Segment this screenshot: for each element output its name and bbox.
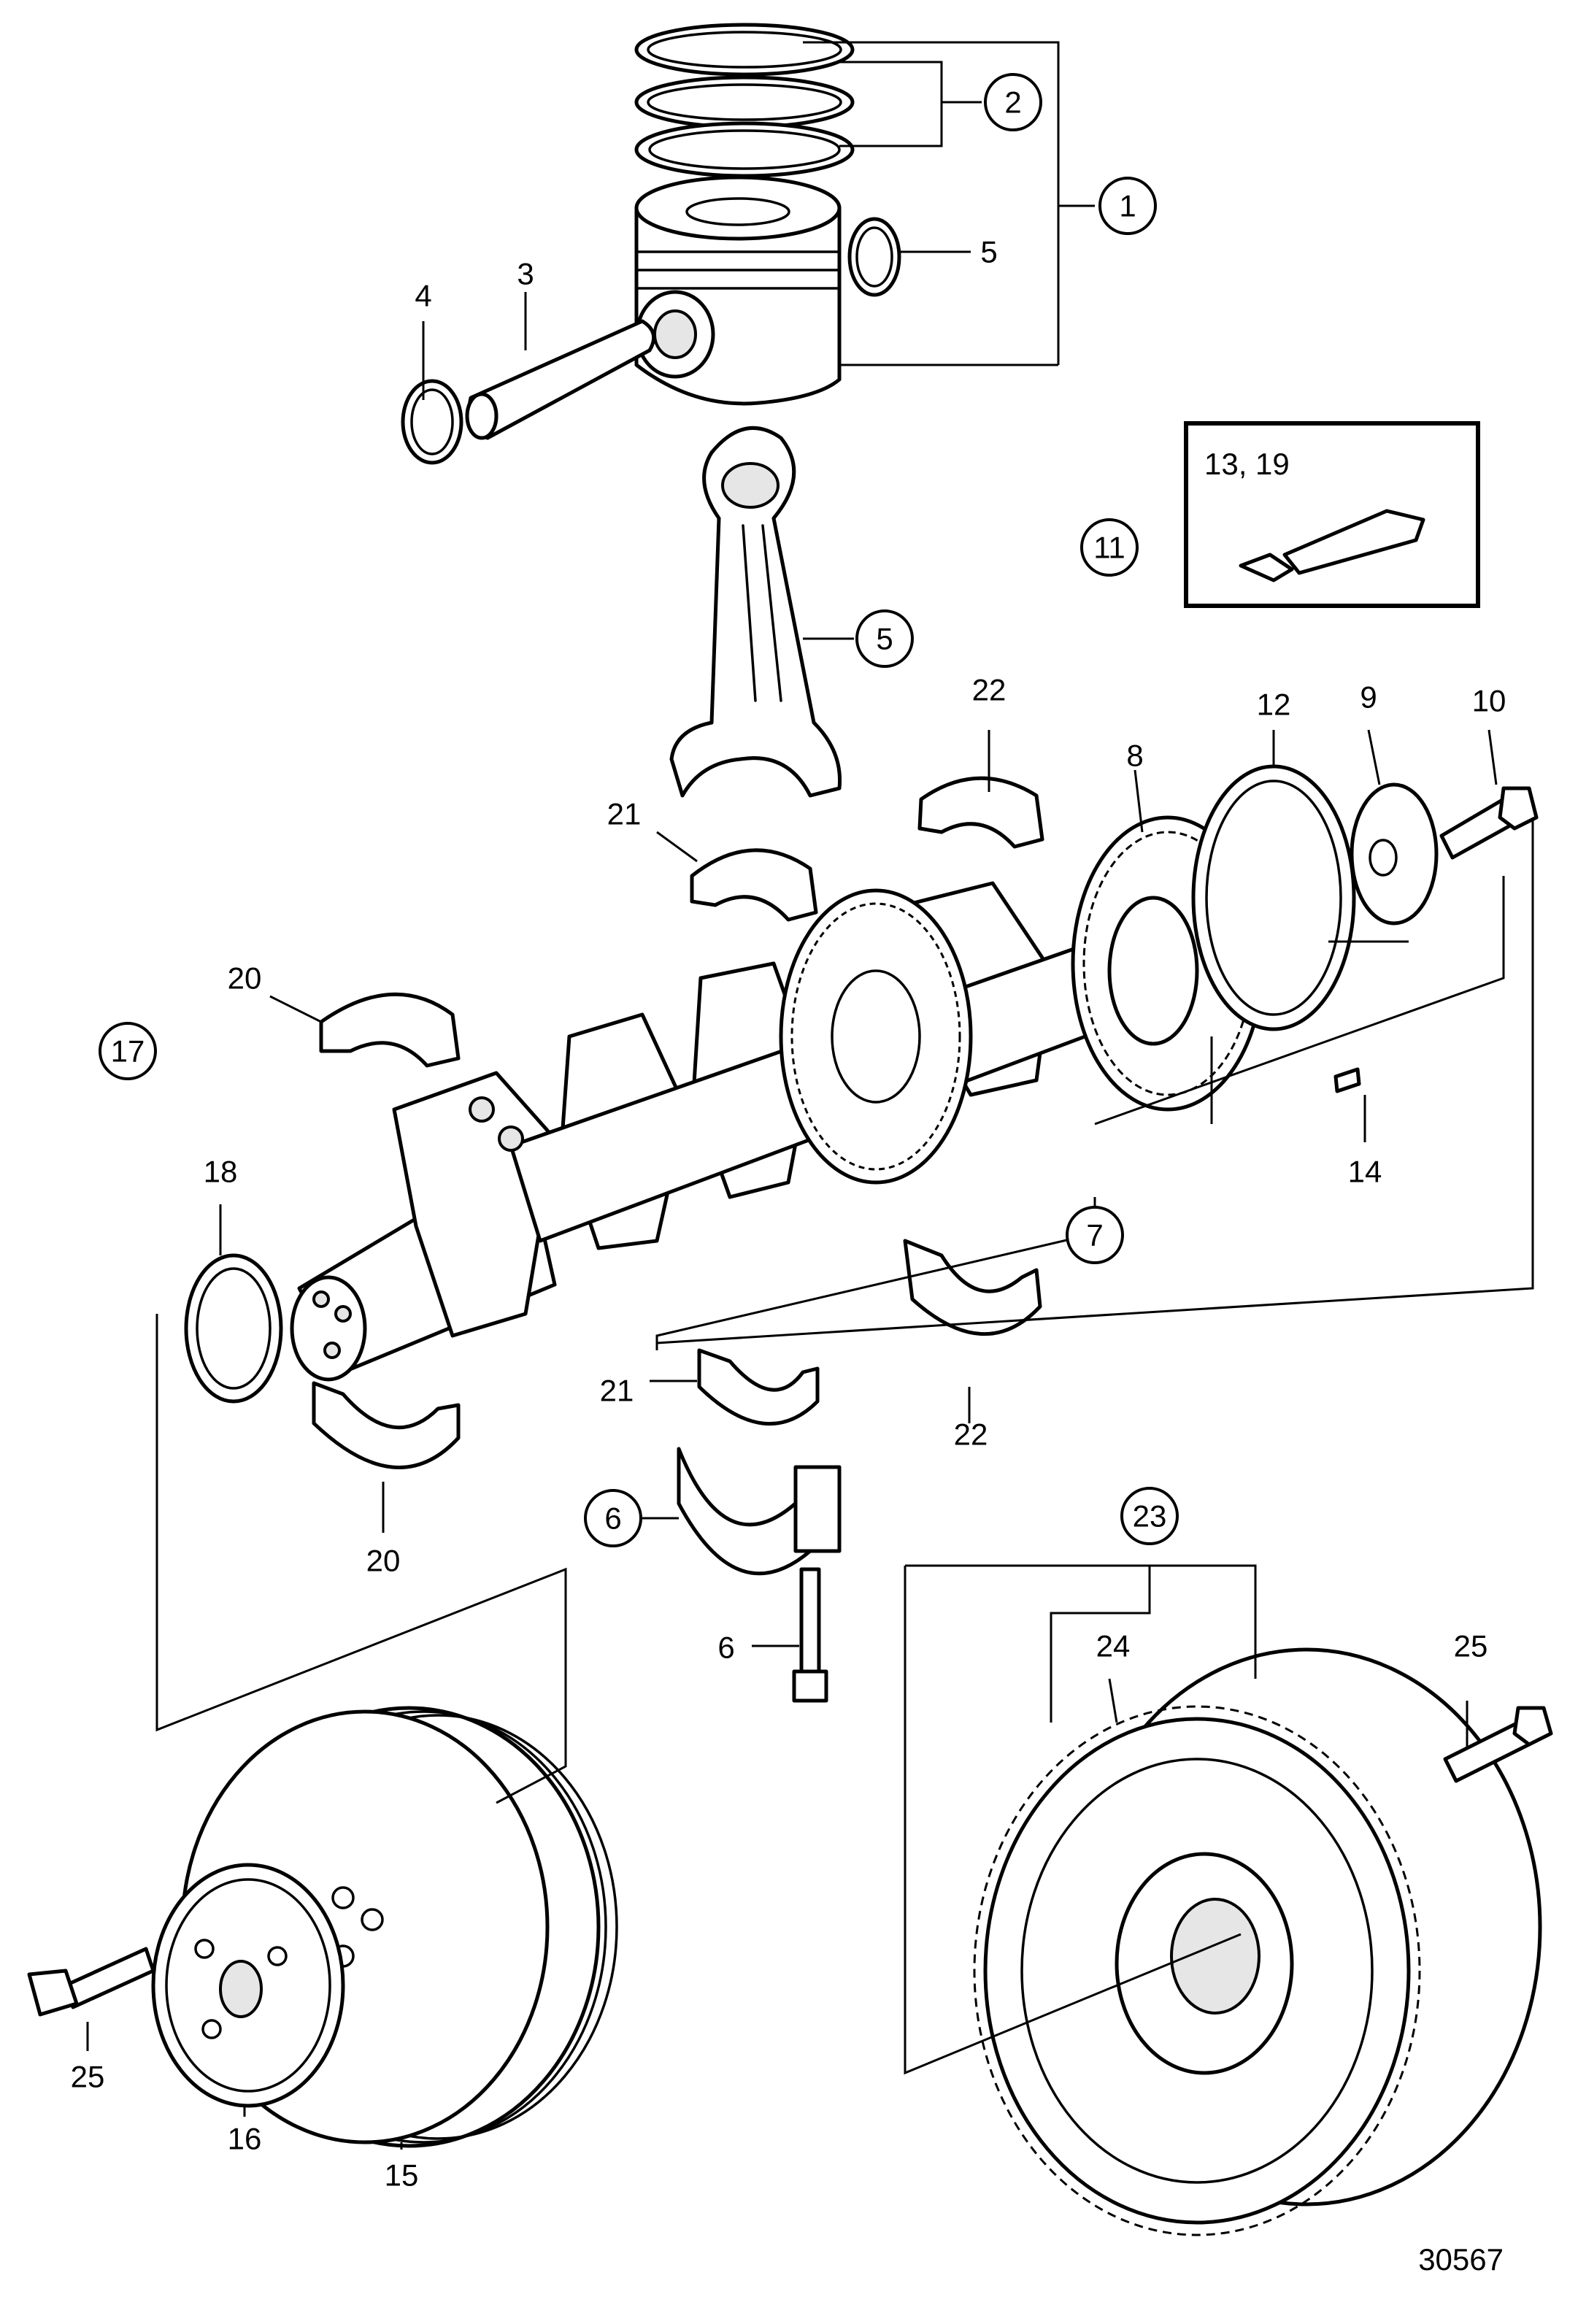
piston-rings <box>634 23 855 178</box>
dowel-pin-14 <box>1333 1067 1361 1093</box>
bearing-shell-20-bottom <box>312 1381 461 1469</box>
flywheel-bolt <box>1443 1706 1553 1783</box>
label-16: 16 <box>228 2122 262 2156</box>
label-14: 14 <box>1348 1155 1382 1189</box>
piston-pin <box>465 319 656 440</box>
main-bearing-bolt <box>792 1567 828 1703</box>
bearing-shell-21-bottom <box>697 1348 820 1425</box>
label-24: 24 <box>1096 1629 1131 1663</box>
callout-6-text: 6 <box>604 1501 621 1536</box>
callout-17: 17 <box>99 1022 157 1080</box>
label-25-flywheel: 25 <box>1454 1629 1488 1663</box>
label-25-pulley: 25 <box>71 2060 105 2094</box>
bearing-shell-22-top <box>917 776 1044 849</box>
figure-number: 30567 <box>1418 2242 1504 2277</box>
crankshaft-gear <box>779 888 973 1185</box>
label-21-bottom: 21 <box>600 1374 634 1408</box>
circlip-left <box>401 379 463 465</box>
pulley-bolt <box>27 1947 155 2017</box>
bearing-shell-20-top <box>319 992 461 1068</box>
callout-2: 2 <box>984 73 1042 131</box>
label-8: 8 <box>1126 739 1143 773</box>
callout-5-text: 5 <box>876 622 893 656</box>
callout-7-text: 7 <box>1086 1218 1103 1253</box>
label-4: 4 <box>415 279 431 313</box>
callout-7: 7 <box>1066 1206 1124 1264</box>
connecting-rod <box>669 426 842 798</box>
label-5: 5 <box>980 235 997 269</box>
label-3: 3 <box>517 257 534 291</box>
callout-23-text: 23 <box>1133 1499 1167 1534</box>
sealant-kit-box: 13, 19 <box>1184 421 1480 608</box>
hub-9 <box>1350 782 1439 926</box>
label-10: 10 <box>1472 684 1506 718</box>
label-6: 6 <box>717 1631 734 1665</box>
seal-ring-18 <box>184 1253 283 1404</box>
kit-box-label: 13, 19 <box>1204 447 1290 481</box>
pulley <box>151 1863 345 2108</box>
seal-ring-12 <box>1191 764 1356 1031</box>
label-21-top: 21 <box>607 797 642 831</box>
callout-11: 11 <box>1080 518 1139 577</box>
label-9: 9 <box>1360 680 1377 715</box>
label-20-top: 20 <box>228 961 262 996</box>
callout-1: 1 <box>1098 177 1157 235</box>
main-bearing-cap <box>677 1447 842 1576</box>
label-18: 18 <box>204 1155 238 1189</box>
label-20-bottom: 20 <box>366 1544 401 1578</box>
leader-lines <box>86 41 1534 2150</box>
label-22-top: 22 <box>972 673 1007 707</box>
label-15: 15 <box>385 2158 419 2193</box>
flywheel <box>973 1647 1542 2236</box>
label-22-bottom: 22 <box>954 1417 988 1452</box>
piston <box>634 175 842 406</box>
callout-5-rod: 5 <box>855 609 914 668</box>
callout-17-text: 17 <box>111 1034 145 1069</box>
circlip-right <box>847 217 901 297</box>
callout-11-text: 11 <box>1093 531 1125 565</box>
label-12: 12 <box>1257 688 1291 722</box>
callout-6: 6 <box>584 1489 642 1547</box>
callout-23: 23 <box>1120 1487 1179 1545</box>
bearing-shell-21-top <box>690 848 818 922</box>
callout-2-text: 2 <box>1004 85 1021 120</box>
bolt-10 <box>1439 786 1539 860</box>
callout-1-text: 1 <box>1119 189 1136 223</box>
